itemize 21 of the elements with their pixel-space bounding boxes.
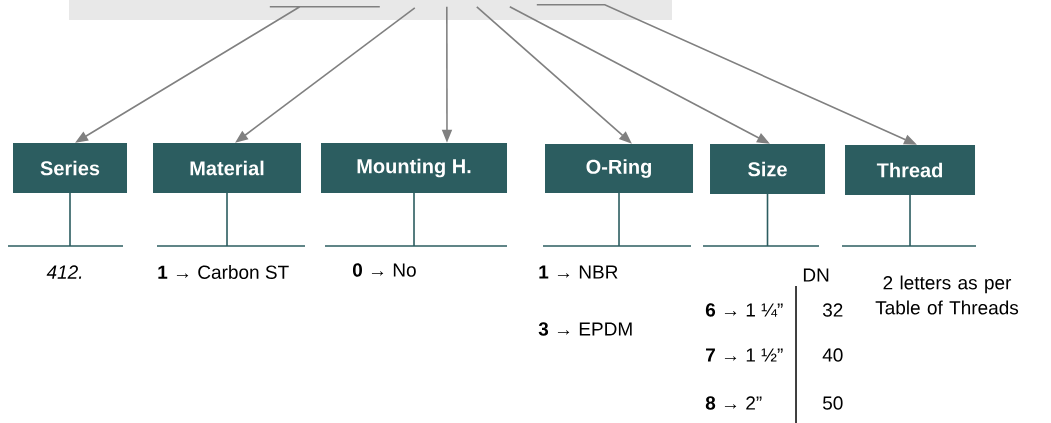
option-text: 6 → 1 ¼” [705, 303, 783, 317]
header-bar [69, 0, 672, 20]
option-text: 7 → 1 ½” [706, 348, 783, 362]
option-text: 0 → No [352, 263, 416, 277]
option-text: 40 [822, 348, 843, 362]
category-box: Mounting H. [321, 143, 507, 193]
option-text: 32 [822, 303, 843, 317]
option-text: 2 letters as per Table of Threads [875, 275, 1019, 315]
arrow [476, 6, 632, 144]
category-box: Size [710, 144, 825, 194]
option-text: 3 → EPDM [538, 322, 632, 336]
option-text: DN [803, 268, 829, 282]
option-text: 8 → 2” [705, 396, 762, 410]
option-text: 1 → Carbon ST [158, 265, 289, 279]
option-text: 412. [46, 265, 82, 279]
category-box: Series [13, 143, 127, 193]
option-text: 50 [822, 396, 843, 410]
option-text: 1 → NBR [539, 265, 618, 279]
category-box: Material [153, 143, 301, 193]
category-box: Thread [845, 145, 975, 195]
category-box: O-Ring [545, 144, 693, 193]
